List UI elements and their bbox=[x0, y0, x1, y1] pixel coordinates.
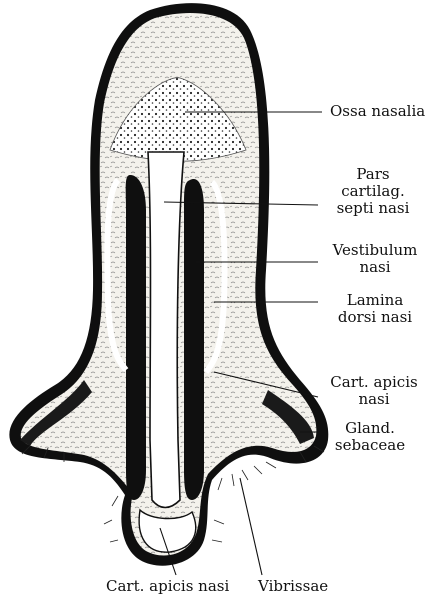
label-pars-line3: septi nasi bbox=[318, 200, 428, 217]
label-cart-apicis-bottom: Cart. apicis nasi bbox=[106, 578, 229, 595]
label-vestibulum: Vestibulum nasi bbox=[320, 242, 430, 276]
label-pars-cartilag: Pars cartilag. septi nasi bbox=[318, 166, 428, 217]
vestibulum-right bbox=[184, 179, 204, 500]
label-pars-line1: Pars bbox=[318, 166, 428, 183]
label-gland-line2: sebaceae bbox=[320, 437, 420, 454]
label-lamina-line1: Lamina bbox=[320, 292, 430, 309]
label-vestibulum-line2: nasi bbox=[320, 259, 430, 276]
label-lamina: Lamina dorsi nasi bbox=[320, 292, 430, 326]
label-lamina-line2: dorsi nasi bbox=[320, 309, 430, 326]
label-pars-line2: cartilag. bbox=[318, 183, 428, 200]
label-vibrissae: Vibrissae bbox=[258, 578, 328, 595]
label-cart-apicis-line1: Cart. apicis bbox=[318, 374, 430, 391]
vestibulum-left bbox=[126, 175, 146, 500]
label-ossa-nasalia: Ossa nasalia bbox=[330, 103, 425, 120]
label-gland-line1: Gland. bbox=[320, 420, 420, 437]
label-cart-apicis-right: Cart. apicis nasi bbox=[318, 374, 430, 408]
label-gland: Gland. sebaceae bbox=[320, 420, 420, 454]
leader-vibrissae bbox=[240, 478, 262, 575]
label-vestibulum-line1: Vestibulum bbox=[320, 242, 430, 259]
label-cart-apicis-line2: nasi bbox=[318, 391, 430, 408]
